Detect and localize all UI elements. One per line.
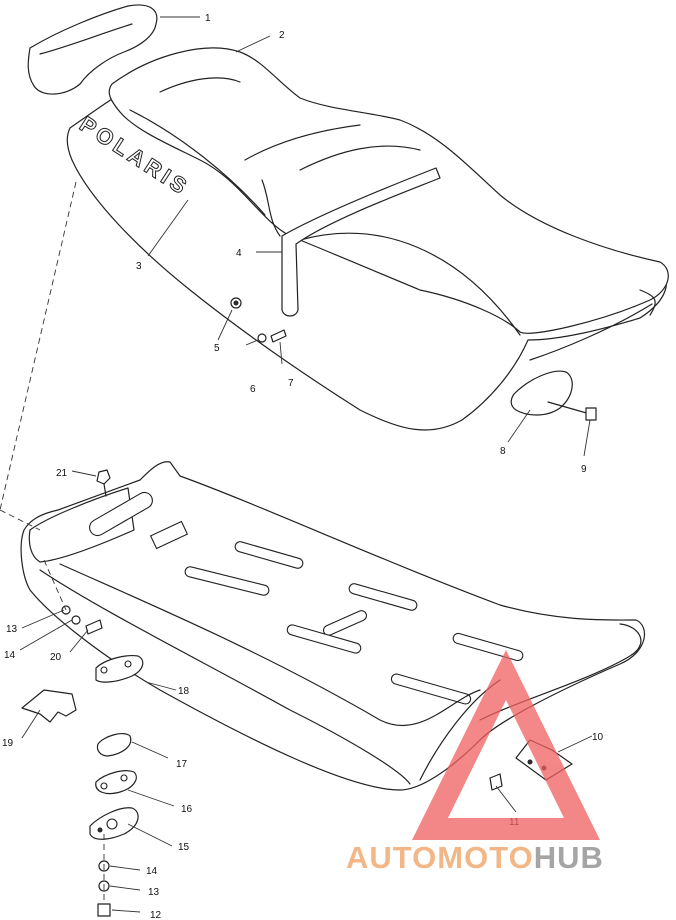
callout-19: 19: [2, 738, 14, 749]
callout-numbers: 1 2 3 4 5 6 7 8 9 10 11 21 13 14 20 18 1…: [2, 13, 604, 920]
watermark-triangle: [412, 650, 600, 840]
watermark-auto: AUTO: [346, 840, 437, 875]
callout-5: 5: [214, 343, 220, 354]
callout-4: 4: [236, 248, 242, 259]
seat-assembly: POLARIS: [66, 47, 669, 431]
lockwasher-14: [71, 615, 81, 625]
callout-15: 15: [178, 842, 190, 853]
washer-6: [257, 333, 267, 343]
bolt-9: [547, 401, 597, 421]
callout-20: 20: [50, 652, 62, 663]
callout-3: 3: [136, 261, 142, 272]
callout-16: 16: [181, 804, 193, 815]
callout-13a: 13: [6, 624, 18, 635]
callout-9: 9: [581, 464, 587, 475]
callout-6: 6: [250, 384, 256, 395]
plate-16: [95, 770, 137, 795]
callout-13b: 13: [148, 887, 160, 898]
bolt-11: [489, 773, 503, 791]
callout-21: 21: [56, 468, 68, 479]
callout-14b: 14: [146, 866, 158, 877]
clip-18: [95, 655, 144, 683]
callout-14a: 14: [4, 650, 16, 661]
latch-19: [21, 689, 77, 723]
watermark: AUTOMOTOHUB: [346, 650, 604, 875]
callout-7: 7: [288, 378, 294, 389]
callout-2: 2: [279, 30, 285, 41]
callout-18: 18: [178, 686, 190, 697]
callout-8: 8: [500, 446, 506, 457]
watermark-text: AUTOMOTOHUB: [346, 840, 604, 875]
nut-21: [96, 469, 111, 497]
cap-17: [96, 732, 132, 757]
callout-17: 17: [176, 759, 188, 770]
callout-10: 10: [592, 732, 604, 743]
watermark-hub: HUB: [534, 840, 604, 875]
callout-12: 12: [150, 910, 162, 920]
grab-handle: [27, 4, 158, 95]
callout-1: 1: [205, 13, 211, 24]
screw-7: [270, 329, 287, 343]
seat-strap: [281, 167, 441, 317]
leader-lines: [19, 16, 593, 913]
watermark-moto: MOTO: [437, 840, 533, 875]
rear-bumper-cap: [510, 370, 573, 416]
bolt-12: [97, 903, 111, 917]
